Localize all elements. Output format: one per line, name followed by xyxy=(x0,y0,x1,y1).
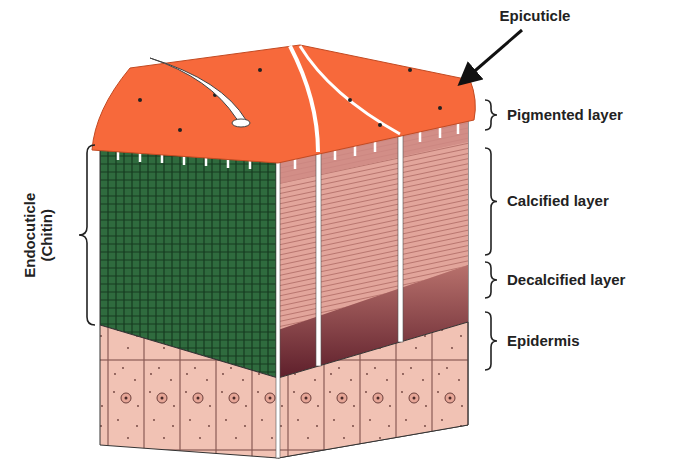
layer-label: Pigmented layer xyxy=(507,106,623,123)
layer-label: Epidermis xyxy=(507,332,580,349)
layer-label: Epicuticle xyxy=(500,7,571,24)
layer-label: Calcified layer xyxy=(507,192,609,209)
layer-label: Endocuticle (Chitin) xyxy=(21,185,56,285)
layer-label: Decalcified layer xyxy=(507,271,625,288)
